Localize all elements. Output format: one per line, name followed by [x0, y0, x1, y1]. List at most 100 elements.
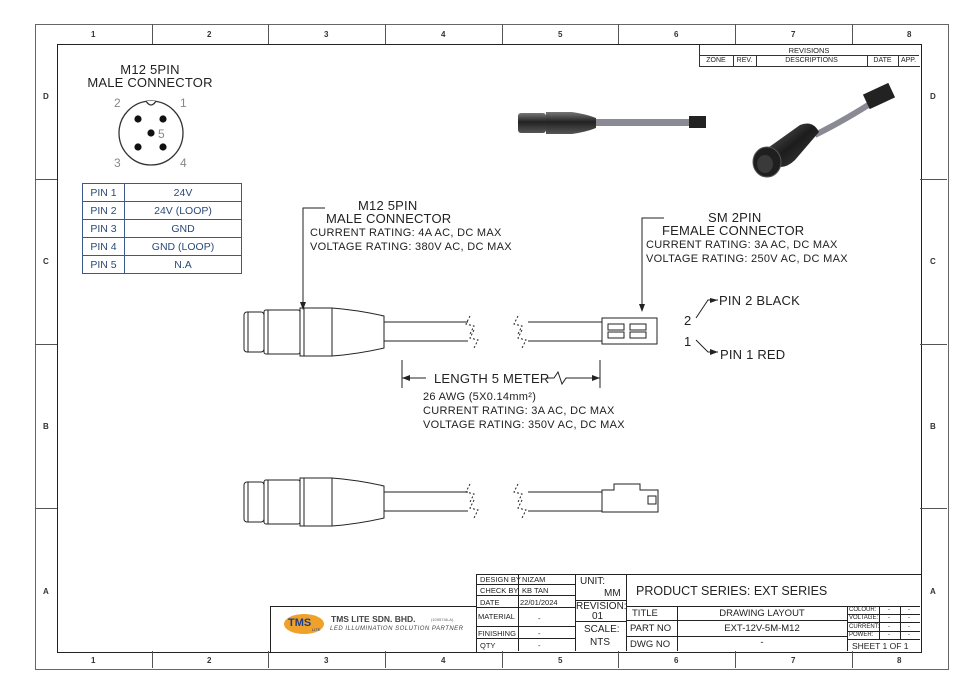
company-logo-text: TMS [288, 617, 312, 629]
m12-callout-line2: MALE CONNECTOR [326, 211, 452, 226]
revisions-title: REVISIONS [788, 46, 830, 55]
m12-nut [243, 311, 265, 353]
side-sm-connector [601, 483, 659, 513]
company-tagline: LED ILLUMINATION SOLUTION PARTNER [330, 626, 464, 632]
col-label: 8 [907, 30, 912, 39]
design-by-label: DESIGN BY [480, 575, 521, 584]
date-label: DATE [480, 598, 500, 607]
sheet-number: SHEET 1 OF 1 [852, 641, 909, 651]
revisions-header: DATE [873, 57, 892, 64]
pin-cell: PIN 4 [82, 237, 125, 256]
sm-leader-line [639, 217, 664, 312]
function-cell: N.A [124, 255, 242, 274]
m12-callout-line1: M12 5PIN [358, 198, 418, 213]
pin-dot-5 [147, 129, 155, 137]
spec-value: - [888, 632, 890, 638]
revision-label: REVISION: [576, 601, 627, 612]
render-iso-sm-plug [862, 82, 896, 110]
pin2-leader [695, 298, 718, 319]
power-label: POWER: [849, 632, 874, 638]
unit-label: UNIT: [580, 576, 605, 587]
m12-boot [331, 307, 385, 357]
check-by-label: CHECK BY [480, 586, 519, 595]
dwg-no-label: DWG NO [630, 639, 671, 650]
sm-voltage-rating: VOLTAGE RATING: 250V AC, DC MAX [646, 253, 848, 265]
pin2-label: PIN 2 BLACK [719, 293, 800, 308]
pin1-number: 1 [684, 334, 692, 349]
colour-label: COLOUR: [849, 607, 877, 613]
pin1-leader [695, 339, 718, 355]
col-label: 6 [674, 30, 679, 39]
col-label: 7 [791, 656, 796, 665]
col-label: 3 [324, 30, 329, 39]
scale-label: SCALE: [584, 624, 620, 635]
spec-value: - [888, 624, 890, 630]
sm-callout: SM 2PIN FEMALE CONNECTOR CURRENT RATING:… [646, 210, 876, 265]
render-connector-body [546, 112, 596, 134]
part-no-value: EXT-12V-5M-M12 [724, 623, 800, 634]
product-series: PRODUCT SERIES: EXT SERIES [636, 584, 828, 598]
dwg-no-value: - [760, 637, 764, 648]
col-label: 2 [207, 656, 212, 665]
revisions-header: APP. [900, 57, 917, 64]
col-label: 1 [91, 30, 96, 39]
m12-leader-line [300, 207, 325, 310]
pin2-number: 2 [684, 313, 692, 328]
unit-value: MM [604, 588, 621, 599]
spec-value: - [908, 615, 910, 621]
m12-voltage-rating: VOLTAGE RATING: 380V AC, DC MAX [310, 241, 512, 253]
revisions-header: DESCRIPTIONS [785, 57, 838, 64]
company-reg: (1095746-A) [431, 617, 454, 622]
row-label: A [930, 587, 936, 596]
side-m12-body [299, 477, 333, 527]
row-label: B [43, 422, 49, 431]
col-label: 4 [441, 30, 446, 39]
pin-number-4: 4 [180, 156, 187, 170]
col-label: 2 [207, 30, 212, 39]
revisions-header: ZONE [706, 57, 726, 64]
spec-value: - [908, 624, 910, 630]
sm-current-rating: CURRENT RATING: 3A AC, DC MAX [646, 239, 838, 251]
design-by-value: NIZAM [522, 575, 546, 584]
m12-grip [263, 309, 301, 355]
render-iso-cable [813, 99, 875, 138]
row-label: A [43, 587, 49, 596]
pin-cell: PIN 3 [82, 219, 125, 238]
col-label: 8 [897, 656, 902, 665]
m12-current-rating: CURRENT RATING: 4A AC, DC MAX [310, 227, 502, 239]
pin-cell: PIN 1 [82, 183, 125, 202]
pin-dot-2 [134, 115, 142, 123]
pin-cell: PIN 2 [82, 201, 125, 220]
company-block [270, 606, 477, 652]
pin-cell: PIN 5 [82, 255, 125, 274]
function-cell: GND [124, 219, 242, 238]
function-cell: 24V [124, 183, 242, 202]
pin-dot-1 [159, 115, 167, 123]
function-cell: 24V (LOOP) [124, 201, 242, 220]
sm-callout-line2: FEMALE CONNECTOR [662, 223, 805, 238]
part-no-label: PART NO [630, 623, 672, 634]
col-label: 7 [791, 30, 796, 39]
render-iso-face [757, 155, 773, 173]
col-label: 3 [324, 656, 329, 665]
pin-number-1: 1 [180, 96, 187, 110]
col-label: 4 [441, 656, 446, 665]
render-coupling-nut [518, 113, 546, 133]
pin-dot-3 [134, 143, 142, 151]
spec-value: - [908, 607, 910, 613]
finishing-label: FINISHING [478, 629, 516, 638]
pin1-label: PIN 1 RED [720, 347, 786, 362]
voltage-label: VOLTAGE: [849, 615, 879, 621]
function-cell: GND (LOOP) [124, 237, 242, 256]
row-label: B [930, 422, 936, 431]
product-render-iso [752, 82, 896, 178]
divider [626, 606, 920, 607]
unit-column: UNIT: MM REVISION: 01 SCALE: NTS [576, 574, 627, 651]
col-label: 6 [674, 656, 679, 665]
col-label: 5 [558, 656, 563, 665]
cable-spec: 26 AWG (5X0.14mm²) CURRENT RATING: 3A AC… [423, 391, 625, 431]
